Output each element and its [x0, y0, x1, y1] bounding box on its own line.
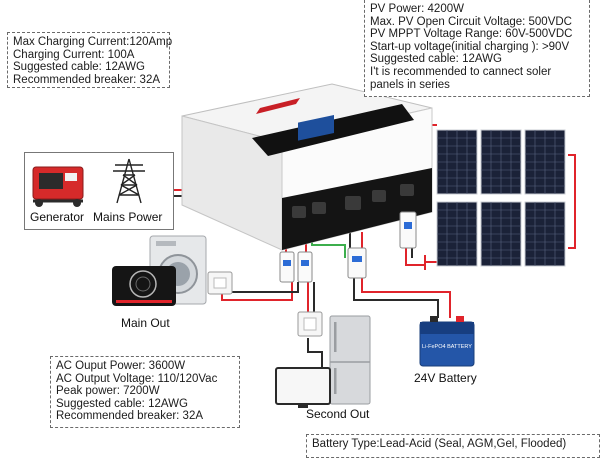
- spec-line: I't is recommended to cannect soler: [370, 65, 552, 78]
- main-out-label: Main Out: [121, 316, 170, 330]
- pv-panel-link: [424, 261, 437, 270]
- induction-cooktop-icon: [112, 266, 176, 306]
- spec-line: Max. PV Open Circuit Voltage: 500VDC: [370, 15, 572, 28]
- pv-string-right: [568, 154, 576, 249]
- spec-line: Recommended breaker: 32A: [56, 410, 204, 423]
- inverter: [181, 83, 433, 251]
- battery-label: 24V Battery: [414, 371, 477, 385]
- circuit-breaker-icon: [347, 247, 367, 279]
- spec-line: PV Power: 4200W: [370, 3, 464, 15]
- circuit-breaker-icon: [399, 211, 417, 249]
- solar-panel-icon: [524, 201, 566, 267]
- spec-line: Peak power: 7200W: [56, 385, 160, 398]
- battery-brand-text: Li-FePO4 BATTERY: [422, 344, 472, 350]
- solar-panel-icon: [436, 201, 478, 267]
- wall-socket-icon: [207, 271, 233, 295]
- spec-line: AC Ouput Power: 3600W: [56, 360, 186, 372]
- battery-icon: Li-FePO4 BATTERY: [419, 316, 475, 367]
- inverter-ports: [292, 184, 414, 218]
- battery-spec-box: Battery Type:Lead-Acid (Seal, AGM,Gel, F…: [306, 434, 600, 458]
- solar-panel-array: [436, 129, 566, 267]
- circuit-breaker-icon: [297, 251, 313, 283]
- spec-line: Battery Type:Lead-Acid (Seal, AGM,Gel, F…: [312, 438, 567, 450]
- spec-line: AC Output Voltage: 110/120Vac: [56, 372, 218, 385]
- input-source-panel: [24, 152, 174, 230]
- solar-panel-icon: [480, 129, 522, 195]
- power-tower-icon: [113, 158, 145, 204]
- spec-line: Start-up voltage(initial charging ): >90…: [370, 40, 570, 53]
- second-out-label: Second Out: [306, 407, 370, 421]
- spec-line: Charging Current: 100A: [13, 48, 135, 61]
- solar-panel-icon: [480, 201, 522, 267]
- spec-line: panels in series: [370, 78, 450, 91]
- pv-breaker-wire-a: [405, 248, 426, 266]
- solar-panel-icon: [436, 129, 478, 195]
- battery-dc-neg: [353, 276, 439, 318]
- monitor-icon: [275, 367, 331, 408]
- spec-line: PV MPPT Voltage Range: 60V-500VDC: [370, 28, 573, 41]
- battery-dc-pos: [361, 276, 451, 318]
- mains-power-label: Mains Power: [93, 210, 163, 224]
- spec-line: Suggested cable: 12AWG: [370, 53, 502, 66]
- generator-label: Generator: [30, 210, 85, 224]
- inverter-screen: [298, 115, 334, 141]
- solar-panel-icon: [524, 129, 566, 195]
- circuit-breaker-icon: [279, 251, 295, 283]
- spec-line: Max Charging Current:120Amp: [13, 36, 173, 48]
- pv-spec-box: PV Power: 4200W Max. PV Open Circuit Vol…: [364, 0, 590, 97]
- input-source-drawing: [32, 158, 145, 207]
- generator-icon: [32, 166, 84, 207]
- inverter-red-accent: [256, 98, 300, 114]
- appliance-wire: [307, 338, 323, 368]
- spec-line: Suggested cable: 12AWG: [56, 397, 188, 410]
- breakers: [279, 211, 417, 283]
- wall-socket-icon: [297, 311, 323, 337]
- generator-spec-box: Max Charging Current:120Amp Charging Cur…: [7, 32, 173, 88]
- spec-line: Recommended breaker: 32A: [13, 73, 161, 86]
- ac-output-spec-box: AC Ouput Power: 3600W AC Output Voltage:…: [50, 356, 240, 428]
- spec-line: Suggested cable: 12AWG: [13, 61, 145, 74]
- refrigerator-icon: [329, 315, 371, 405]
